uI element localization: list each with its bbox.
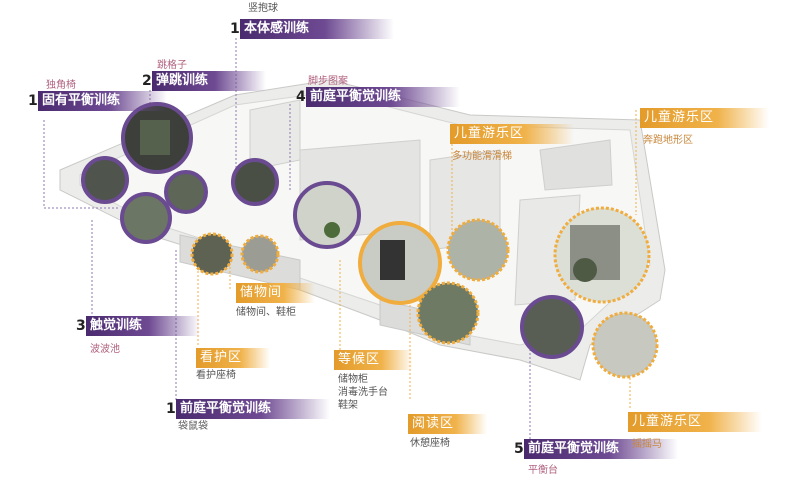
- label-sub: 波波池: [90, 344, 120, 355]
- label-title-bar: 储物间: [236, 283, 315, 303]
- label-title: 儿童游乐区: [454, 126, 525, 141]
- label-title: 等候区: [338, 352, 381, 367]
- label-sub: 奔跑地形区: [643, 135, 693, 146]
- label-number: 5: [514, 441, 524, 457]
- label-sub: 摇摇马: [632, 439, 662, 450]
- zone-circle: [81, 156, 129, 204]
- zone-circle: [591, 311, 659, 379]
- label-sub: 看护座椅: [196, 370, 236, 381]
- label-title-bar: 固有平衡训练: [38, 91, 167, 111]
- label-number: 1: [28, 93, 38, 109]
- label-sub: 竖抱球: [248, 3, 278, 14]
- label-title: 本体感训练: [244, 21, 310, 36]
- zone-circle: [293, 181, 361, 249]
- label-sub: 休憩座椅: [410, 438, 450, 449]
- label-sub: 鞋架: [338, 400, 358, 411]
- zone-circle: [231, 158, 279, 206]
- label-title-bar: 本体感训练: [240, 19, 394, 39]
- label-title-bar: 阅读区: [408, 414, 487, 434]
- label-sub: 袋鼠袋: [178, 421, 208, 432]
- zone-circle: [120, 192, 172, 244]
- label-title: 阅读区: [412, 416, 455, 431]
- label-title: 前庭平衡觉训练: [180, 401, 272, 416]
- label-title: 前庭平衡觉训练: [310, 89, 402, 104]
- zone-circle: [164, 170, 208, 214]
- label-title-bar: 前庭平衡觉训练: [524, 439, 678, 459]
- label-title: 儿童游乐区: [632, 414, 703, 429]
- label-title: 看护区: [200, 350, 243, 365]
- label-title: 固有平衡训练: [42, 93, 121, 108]
- wall: [539, 139, 613, 191]
- label-title-bar: 看护区: [196, 348, 270, 368]
- zone-circle: [240, 234, 280, 274]
- zone-circle: [553, 206, 651, 304]
- label-number: 1: [166, 401, 176, 417]
- label-title-bar: 触觉训练: [86, 316, 200, 336]
- label-title: 储物间: [240, 285, 283, 300]
- zone-circle: [190, 232, 234, 276]
- label-sub: 平衡台: [528, 465, 558, 476]
- zone-circle: [520, 295, 584, 359]
- zone-circle: [358, 221, 442, 305]
- label-sub: 跳格子: [157, 60, 187, 71]
- wall: [249, 99, 301, 171]
- zone-circle: [416, 281, 480, 345]
- label-number: 2: [142, 73, 152, 89]
- label-number: 4: [296, 89, 306, 105]
- zone-circle: [121, 102, 193, 174]
- label-title-bar: 等候区: [334, 350, 413, 370]
- label-title-bar: 儿童游乐区: [450, 124, 574, 144]
- label-title-bar: 前庭平衡觉训练: [176, 399, 330, 419]
- label-sub: 储物间、鞋柜: [236, 307, 296, 318]
- label-title: 儿童游乐区: [644, 110, 715, 125]
- label-title-bar: 儿童游乐区: [628, 412, 762, 432]
- label-sub: 消毒洗手台: [338, 387, 388, 398]
- label-title: 触觉训练: [90, 318, 143, 333]
- label-title-bar: 弹跳训练: [152, 71, 266, 91]
- label-title-bar: 前庭平衡觉训练: [306, 87, 460, 107]
- label-number: 1: [230, 21, 240, 37]
- label-sub: 脚步图案: [308, 76, 348, 87]
- label-number: 3: [76, 318, 86, 334]
- label-title: 前庭平衡觉训练: [528, 441, 620, 456]
- zone-circle: [446, 218, 510, 282]
- label-sub: 储物柜: [338, 374, 368, 385]
- label-sub: 多功能滑滑梯: [452, 151, 512, 162]
- label-title-bar: 儿童游乐区: [640, 108, 769, 128]
- label-sub: 独角椅: [46, 80, 76, 91]
- label-title: 弹跳训练: [156, 73, 209, 88]
